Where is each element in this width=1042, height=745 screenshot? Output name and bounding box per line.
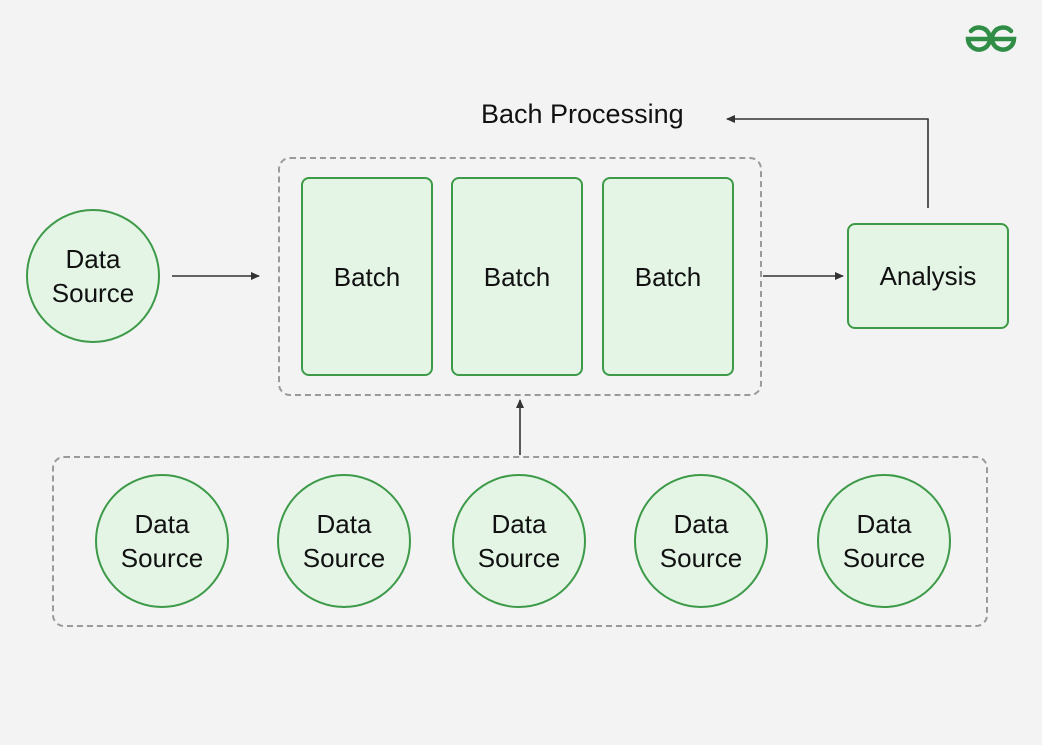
batch-group xyxy=(278,157,762,396)
geeksforgeeks-logo-icon xyxy=(965,25,1017,52)
data-source-node: Data Source xyxy=(817,474,951,608)
data-source-label: Data Source xyxy=(477,509,561,573)
batch-label: Batch xyxy=(483,261,551,292)
data-source-label: Data Source xyxy=(120,509,204,573)
batch-label: Batch xyxy=(333,261,401,292)
data-source-node: Data Source xyxy=(634,474,768,608)
data-source-label: Data Source xyxy=(302,509,386,573)
data-source-label: Data Source xyxy=(842,509,926,573)
data-sources-group xyxy=(52,456,988,627)
batch-label: Batch xyxy=(634,261,702,292)
data-source-node: Data Source xyxy=(452,474,586,608)
diagram-title: Bach Processing xyxy=(481,99,684,129)
data-source-node: Data Source xyxy=(26,209,160,343)
data-source-label: Data Source xyxy=(659,509,743,573)
batch-node: Batch xyxy=(301,177,433,376)
data-source-node: Data Source xyxy=(95,474,229,608)
batch-node: Batch xyxy=(451,177,583,376)
analysis-node: Analysis xyxy=(847,223,1009,329)
data-source-label: Data Source xyxy=(51,244,135,308)
analysis-to-title-arrow xyxy=(726,115,929,208)
batch-node: Batch xyxy=(602,177,734,376)
analysis-label: Analysis xyxy=(879,261,977,291)
data-source-node: Data Source xyxy=(277,474,411,608)
